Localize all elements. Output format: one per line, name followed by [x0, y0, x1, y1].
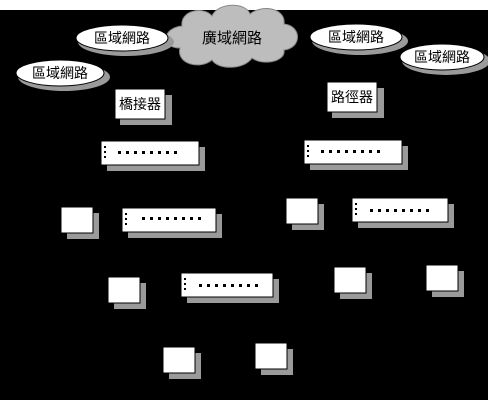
hub-5-ports — [184, 278, 258, 290]
host-4 — [333, 266, 372, 299]
top-strip — [0, 0, 488, 10]
router-box: 路徑器 — [326, 81, 384, 118]
lan-bubble-right: 區域網路 — [399, 43, 488, 75]
lan-bubble-right-top: 區域網路 — [309, 23, 408, 55]
host-7 — [254, 342, 293, 375]
hub-2 — [303, 139, 408, 170]
hub-5 — [180, 272, 279, 303]
lan-label-left-top: 區域網路 — [94, 31, 150, 47]
host-2 — [285, 197, 324, 230]
lan-label-left: 區域網路 — [32, 66, 88, 82]
lan-label-right-top: 區域網路 — [328, 30, 384, 46]
host-3 — [107, 276, 146, 309]
hub-1 — [100, 140, 205, 171]
wan-cloud: 廣域網路 — [165, 4, 298, 68]
hub-1-ports — [104, 146, 177, 158]
bridge-box: 橋接器 — [114, 88, 172, 125]
lan-bubble-left: 區域網路 — [15, 59, 110, 91]
hub-4 — [351, 197, 454, 228]
hub-3-ports — [125, 213, 201, 225]
host-6 — [162, 346, 201, 379]
wan-label: 廣域網路 — [202, 29, 262, 47]
host-1 — [60, 206, 99, 239]
hub-3 — [121, 207, 222, 238]
lan-bubble-left-top: 區域網路 — [75, 24, 174, 56]
router-label: 路徑器 — [331, 90, 373, 106]
hub-2-ports — [307, 145, 380, 157]
host-5 — [425, 264, 464, 297]
bridge-label: 橋接器 — [119, 96, 161, 113]
hub-4-ports — [355, 203, 429, 215]
lan-label-right: 區域網路 — [414, 50, 470, 66]
